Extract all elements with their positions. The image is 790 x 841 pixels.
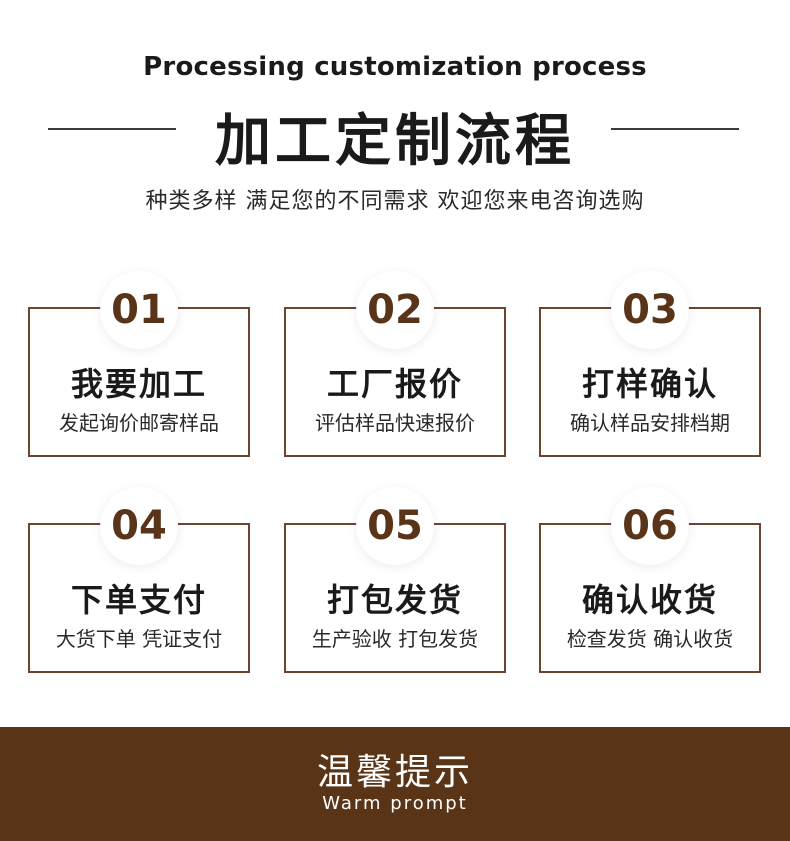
step-card-03: 03 打样确认 确认样品安排档期 — [539, 271, 761, 457]
subtitle: 种类多样 满足您的不同需求 欢迎您来电咨询选购 — [145, 189, 645, 214]
step-desc: 发起询价邮寄样品 — [59, 411, 219, 435]
step-title: 我要加工 — [70, 365, 207, 403]
warm-prompt-banner: 温馨提示 Warm prompt — [0, 727, 790, 841]
step-desc: 评估样品快速报价 — [315, 411, 475, 435]
step-title: 打包发货 — [326, 581, 463, 619]
step-title: 下单支付 — [70, 581, 207, 619]
step-number: 01 — [111, 287, 167, 333]
step-desc: 大货下单 凭证支付 — [55, 627, 223, 651]
step-number: 05 — [367, 503, 423, 549]
step-number-badge: 03 — [611, 271, 689, 349]
step-number-badge: 01 — [100, 271, 178, 349]
footer-title-en: Warm prompt — [322, 793, 468, 814]
step-card-05: 05 打包发货 生产验收 打包发货 — [284, 487, 506, 673]
step-card-01: 01 我要加工 发起询价邮寄样品 — [28, 271, 250, 457]
footer-title-cn: 温馨提示 — [316, 752, 473, 793]
step-card-04: 04 下单支付 大货下单 凭证支付 — [28, 487, 250, 673]
step-title: 确认收货 — [581, 581, 718, 619]
step-number-badge: 05 — [356, 487, 434, 565]
step-number-badge: 06 — [611, 487, 689, 565]
step-number: 04 — [111, 503, 167, 549]
step-title: 工厂报价 — [326, 365, 463, 403]
step-title: 打样确认 — [581, 365, 718, 403]
step-card-02: 02 工厂报价 评估样品快速报价 — [284, 271, 506, 457]
divider-left — [48, 128, 176, 130]
step-number-badge: 04 — [100, 487, 178, 565]
step-desc: 确认样品安排档期 — [570, 411, 730, 435]
step-desc: 生产验收 打包发货 — [311, 627, 479, 651]
english-title: Processing customization process — [143, 52, 647, 82]
step-number: 03 — [622, 287, 678, 333]
step-card-06: 06 确认收货 检查发货 确认收货 — [539, 487, 761, 673]
chinese-title: 加工定制流程 — [215, 109, 575, 174]
divider-right — [611, 128, 739, 130]
step-number-badge: 02 — [356, 271, 434, 349]
step-number: 02 — [367, 287, 423, 333]
step-desc: 检查发货 确认收货 — [566, 627, 734, 651]
step-number: 06 — [622, 503, 678, 549]
